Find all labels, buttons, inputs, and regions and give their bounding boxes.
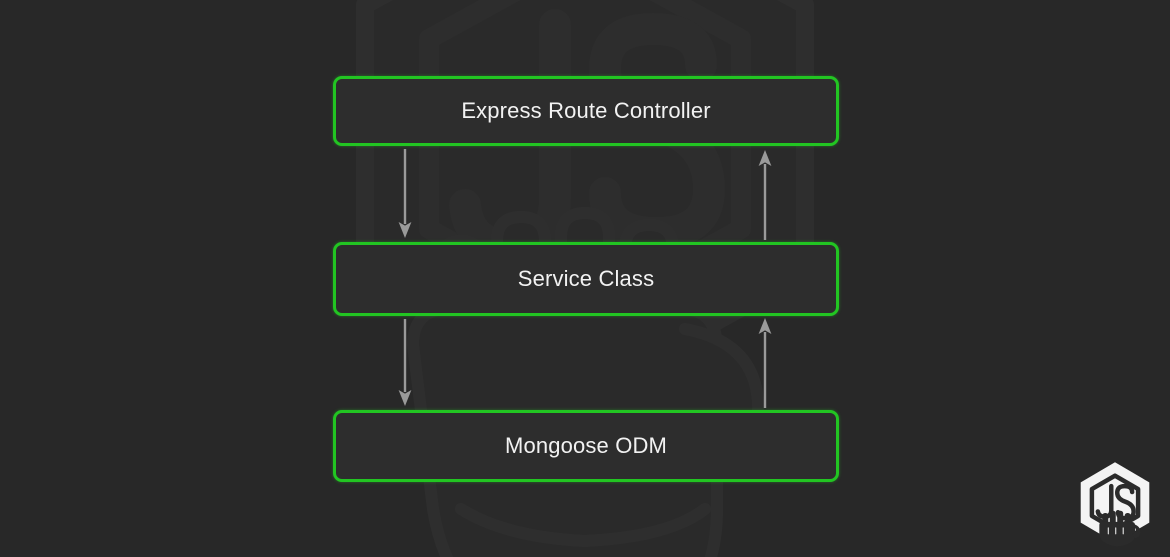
node-express-route-controller[interactable]: Express Route Controller (333, 76, 839, 146)
js-fist-logo (1080, 462, 1150, 547)
node-label-controller: Express Route Controller (461, 98, 711, 123)
node-label-service: Service Class (517, 266, 655, 291)
node-service-class[interactable]: Service Class (333, 242, 839, 316)
node-label-odm: Mongoose ODM (505, 433, 667, 458)
node-mongoose-odm[interactable]: Mongoose ODM (333, 410, 839, 482)
